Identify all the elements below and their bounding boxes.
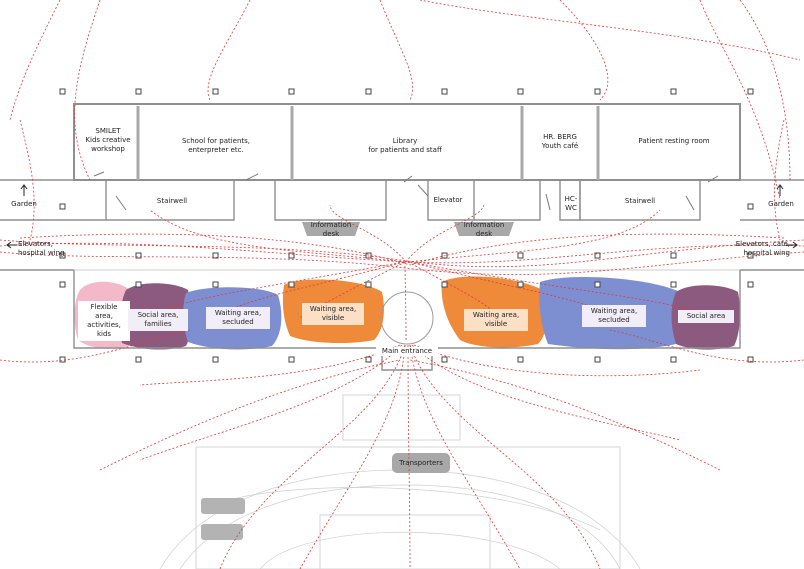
door-swings <box>93 171 719 211</box>
vehicle-1 <box>201 498 245 514</box>
transporters-label: Transporters <box>399 459 443 467</box>
info-desk-right-shape <box>454 222 514 236</box>
zone-social-families: Social area, families <box>128 309 188 331</box>
main-entrance-label: Main entrance <box>376 347 438 356</box>
room-hr-berg: HR. BERG Youth café <box>541 133 579 150</box>
vehicle-2 <box>201 524 243 540</box>
info-desk-right-label: Information desk <box>463 221 505 238</box>
elevators-right-label: Elevators, café, hospital wing <box>735 240 790 257</box>
zone-waiting-visible-left: Waiting area, visible <box>302 303 364 325</box>
room-patient-resting: Patient resting room <box>638 137 710 145</box>
zone-waiting-secluded-left: Waiting area, secluded <box>206 307 270 329</box>
info-desk-left-label: Information desk <box>310 221 352 238</box>
grey-paths <box>159 469 641 569</box>
room-school: School for patients, enterpreter etc. <box>181 137 251 154</box>
transporters-shape <box>392 453 450 473</box>
room-stairwell-left: Stairwell <box>156 197 188 205</box>
lower-site-outline <box>195 394 621 569</box>
zone-waiting-secluded-right: Waiting area, secluded <box>582 305 646 327</box>
room-stairwell-right: Stairwell <box>624 197 656 205</box>
elevators-left-label: Elevators, hospital wing <box>18 240 65 257</box>
zone-waiting-visible-right: Waiting area, visible <box>464 309 528 331</box>
info-desk-left-shape <box>302 222 360 236</box>
zone-social-right: Social area <box>678 310 734 323</box>
columns <box>59 88 754 363</box>
room-smilet: SMILET Kids creative workshop <box>85 127 131 153</box>
exit-arrows <box>6 184 798 249</box>
zone-flexible: Flexible area, activities, kids <box>78 301 130 341</box>
room-hc-wc: HC- WC <box>564 195 578 212</box>
room-elevator: Elevator <box>433 196 463 204</box>
garden-left-label: Garden <box>11 200 37 208</box>
garden-right-label: Garden <box>768 200 794 208</box>
room-library: Library for patients and staff <box>368 137 442 154</box>
